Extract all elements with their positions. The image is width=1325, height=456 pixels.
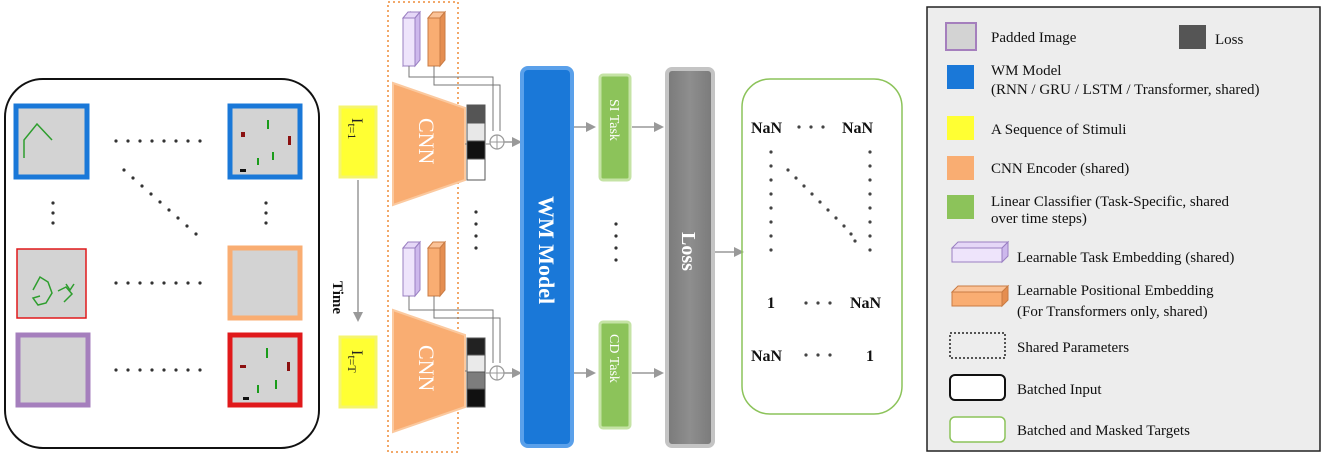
svg-text:Shared Parameters: Shared Parameters: [1017, 340, 1129, 356]
svg-text:It=1: It=1: [345, 118, 365, 139]
legend-cnn-encoder: CNN Encoder (shared): [947, 156, 1129, 180]
svg-text:SI Task: SI Task: [606, 99, 621, 141]
wm-model-block: WM Model: [520, 66, 574, 448]
legend-task-embedding: Learnable Task Embedding (shared): [950, 240, 1234, 266]
target-ellipsis-dots: [769, 125, 872, 357]
svg-text:Linear Classifier (Task-Specif: Linear Classifier (Task-Specific, shared: [991, 194, 1230, 210]
cnn-encoder-top: CNN: [392, 81, 466, 207]
target-cell: NaN: [842, 120, 874, 137]
batched-targets-box: [741, 78, 903, 415]
si-task-classifier: SI Task: [598, 73, 632, 182]
legend-positional-embedding: Learnable Positional Embedding (For Tran…: [950, 283, 1214, 320]
svg-text:Loss: Loss: [1215, 32, 1244, 48]
stimulus-last-label: It=T: [338, 335, 378, 409]
legend-stimuli: A Sequence of Stimuli: [947, 116, 1126, 140]
stimulus-image-purple: [15, 332, 91, 408]
legend-loss: Loss: [1179, 25, 1244, 49]
embedding-connectors: [408, 66, 501, 363]
svg-text:Learnable Positional Embedding: Learnable Positional Embedding: [1017, 283, 1214, 299]
svg-text:A Sequence of Stimuli: A Sequence of Stimuli: [991, 122, 1126, 138]
stimulus-image-red-thin: [16, 248, 87, 319]
svg-text:It=T: It=T: [345, 350, 365, 373]
svg-text:over time steps): over time steps): [991, 211, 1087, 227]
feature-vector-top: [466, 104, 486, 181]
stimulus-image-blue-1: [13, 103, 90, 180]
task-embedding-bottom: [401, 240, 422, 298]
time-label: Time: [329, 281, 345, 314]
positional-embedding-top: [426, 10, 447, 68]
svg-text:(RNN / GRU / LSTM / Transforme: (RNN / GRU / LSTM / Transformer, shared): [991, 82, 1260, 98]
legend-padded-image: Padded Image: [945, 22, 1077, 51]
cnn-encoder-bottom: CNN: [392, 308, 466, 434]
svg-text:Loss: Loss: [677, 232, 699, 271]
target-cell: 1: [767, 295, 775, 312]
cd-task-classifier: CD Task: [598, 320, 632, 430]
svg-text:CNN: CNN: [414, 345, 439, 392]
task-embedding-top: [401, 10, 422, 68]
legend-batched-input: Batched Input: [949, 374, 1102, 401]
stimulus-first-label: It=1: [338, 105, 378, 179]
target-matrix: NaN NaN 1 NaN NaN 1: [751, 120, 882, 365]
svg-text:Batched Input: Batched Input: [1017, 382, 1102, 398]
legend-shared-parameters: Shared Parameters: [949, 332, 1129, 359]
svg-text:CNN: CNN: [414, 118, 439, 165]
legend-linear-classifier: Linear Classifier (Task-Specific, shared…: [947, 194, 1230, 227]
stimulus-image-red: [227, 332, 303, 408]
svg-text:(For Transformers only, shared: (For Transformers only, shared): [1017, 304, 1208, 320]
batched-input-box: [4, 78, 320, 449]
loss-block: Loss: [665, 67, 715, 448]
legend-wm-model: WM Model (RNN / GRU / LSTM / Transformer…: [947, 63, 1260, 98]
positional-embedding-bottom: [426, 240, 447, 298]
add-node-bottom: [485, 365, 522, 381]
target-cell: NaN: [751, 348, 783, 365]
svg-text:CD Task: CD Task: [606, 334, 621, 383]
target-cell: NaN: [751, 120, 783, 137]
add-node-top: [485, 134, 522, 150]
target-cell: NaN: [850, 295, 882, 312]
stimulus-image-blue-2: [227, 103, 303, 180]
vector-ellipsis-dots: [474, 210, 618, 262]
stimulus-image-orange: [227, 245, 303, 321]
svg-text:Batched and Masked Targets: Batched and Masked Targets: [1017, 423, 1190, 439]
svg-text:CNN Encoder (shared): CNN Encoder (shared): [991, 161, 1129, 177]
svg-text:Learnable Task Embedding (shar: Learnable Task Embedding (shared): [1017, 250, 1234, 266]
svg-text:WM Model: WM Model: [991, 63, 1061, 79]
target-cell: 1: [866, 348, 874, 365]
input-ellipsis-dots: [51, 139, 268, 372]
feature-vector-bottom: [466, 337, 486, 408]
svg-text:WM Model: WM Model: [534, 196, 559, 304]
shared-parameters-box: [387, 1, 459, 453]
svg-text:Padded Image: Padded Image: [991, 30, 1077, 46]
legend-batched-targets: Batched and Masked Targets: [949, 416, 1190, 443]
